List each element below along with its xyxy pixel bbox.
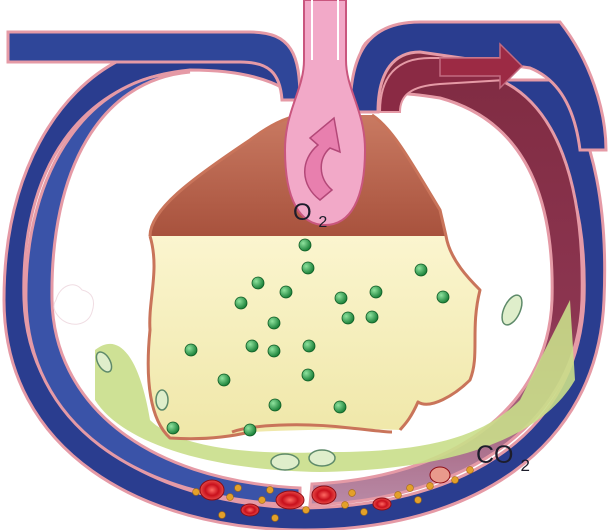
oxygen-molecule xyxy=(244,424,256,436)
platelet xyxy=(361,509,368,516)
oxygen-label-sub: 2 xyxy=(318,214,327,231)
platelet xyxy=(452,477,459,484)
carbon-dioxide-label-sub: 2 xyxy=(520,456,529,475)
platelet xyxy=(427,483,434,490)
oxygen-molecule xyxy=(342,312,354,324)
red-blood-cell xyxy=(312,486,336,504)
platelet xyxy=(303,507,310,514)
platelet xyxy=(227,494,234,501)
oxygen-molecule xyxy=(302,369,314,381)
oxygen-molecule xyxy=(280,286,292,298)
tissue-cell xyxy=(271,454,299,470)
oxygen-molecule xyxy=(303,340,315,352)
oxygen-molecule xyxy=(218,374,230,386)
oxygen-molecule xyxy=(366,311,378,323)
red-blood-cell xyxy=(373,498,391,510)
left-white-blob xyxy=(54,285,94,324)
platelet xyxy=(415,497,422,504)
platelet xyxy=(272,515,279,522)
oxygen-molecule xyxy=(269,399,281,411)
platelet xyxy=(193,489,200,496)
platelet xyxy=(235,485,242,492)
platelet xyxy=(219,512,226,519)
tissue-cell xyxy=(498,292,526,328)
oxygen-molecule xyxy=(235,297,247,309)
oxygen-molecule xyxy=(268,345,280,357)
tissue-cell xyxy=(156,390,168,410)
red-blood-cell xyxy=(276,491,304,509)
oxygen-molecule xyxy=(335,292,347,304)
red-blood-cell xyxy=(241,504,259,516)
oxygen-molecule xyxy=(299,239,311,251)
platelet xyxy=(395,492,402,499)
red-blood-cell xyxy=(430,467,450,483)
oxygen-molecule xyxy=(252,277,264,289)
oxygen-molecule xyxy=(167,422,179,434)
oxygen-molecule xyxy=(302,262,314,274)
oxygen-molecule xyxy=(246,340,258,352)
platelet xyxy=(267,487,274,494)
oxygen-molecule xyxy=(415,264,427,276)
oxygen-molecule xyxy=(185,344,197,356)
oxygen-label-main: O xyxy=(293,199,312,226)
platelet xyxy=(467,467,474,474)
tissue-cell xyxy=(309,450,335,466)
oxygen-inflow xyxy=(285,0,365,225)
oxygen-molecule xyxy=(268,317,280,329)
platelet xyxy=(259,497,266,504)
red-blood-cell xyxy=(200,480,224,500)
carbon-dioxide-label-main: CO xyxy=(476,441,514,469)
oxygen-molecule xyxy=(334,401,346,413)
oxygen-molecule xyxy=(437,291,449,303)
platelet xyxy=(342,502,349,509)
oxygen-molecule xyxy=(370,286,382,298)
platelet xyxy=(407,485,414,492)
platelet xyxy=(349,490,356,497)
